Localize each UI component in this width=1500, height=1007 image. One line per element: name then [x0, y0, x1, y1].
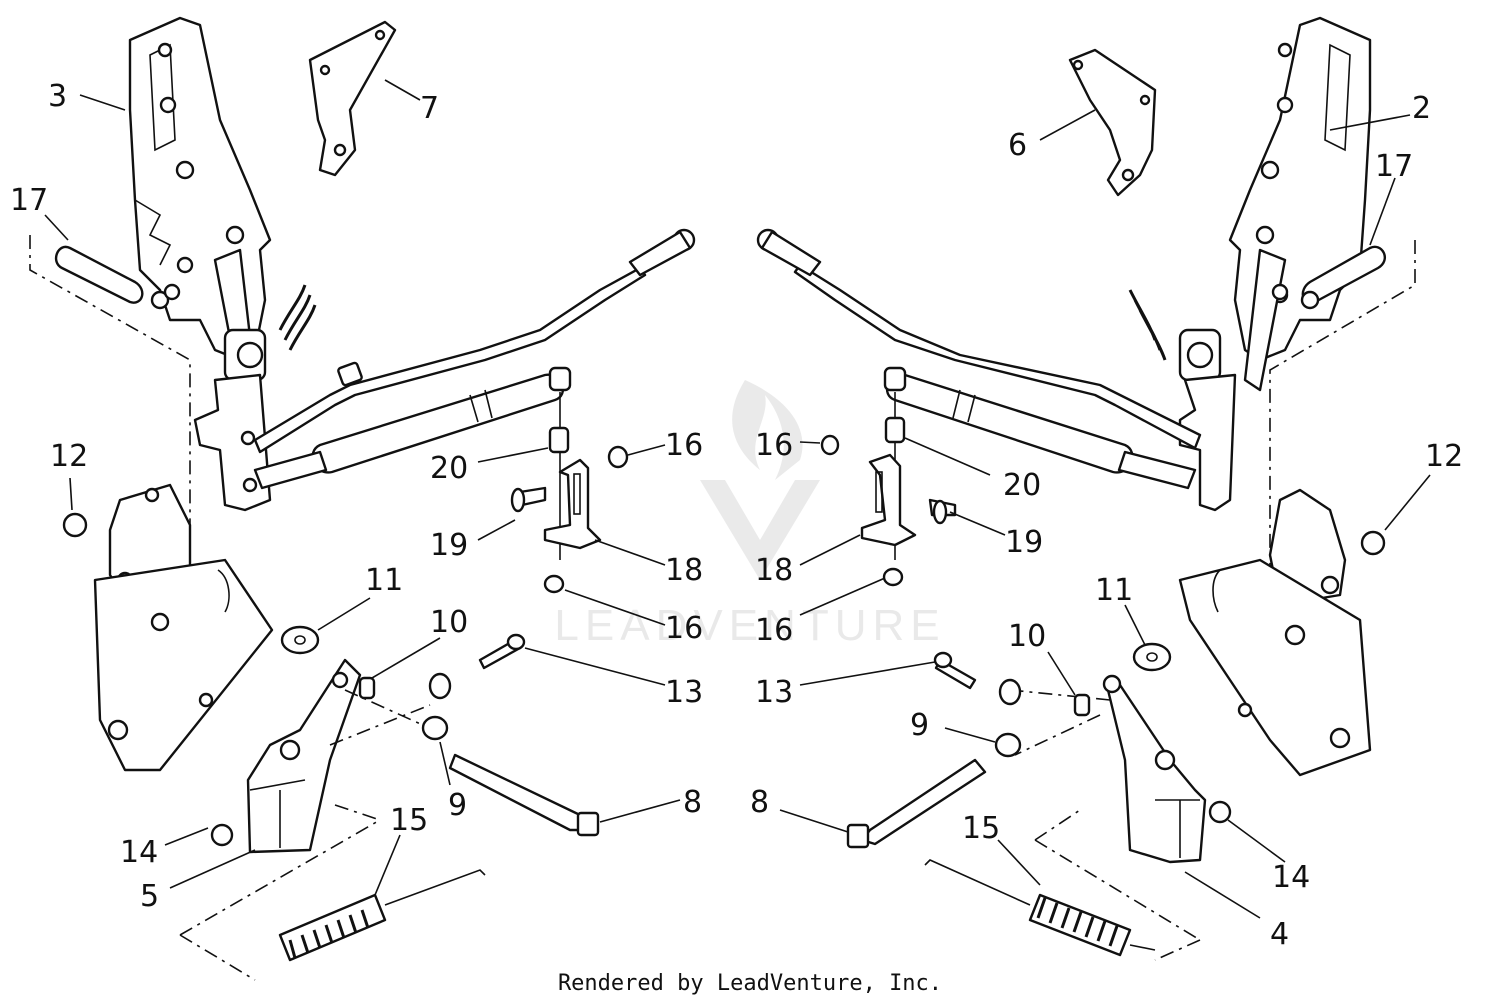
callout-3: 3: [48, 79, 67, 114]
part-18-right-bracket: [820, 434, 957, 587]
part-left-lift-rod: [253, 228, 696, 454]
part-17-right-roller: [1271, 245, 1386, 310]
callout-4: 4: [1270, 917, 1289, 952]
part-left-gas-spring: [253, 366, 572, 490]
callout-9: 9: [910, 708, 929, 743]
callout-16: 16: [755, 428, 793, 463]
part-17-left-roller: [54, 245, 181, 310]
footer-credit: Rendered by LeadVenture, Inc.: [558, 971, 942, 996]
callout-6: 6: [1008, 128, 1027, 163]
callout-labels: 3 7 17 12 20 16 19 18 16 11 10 13 9 8 14…: [10, 79, 1463, 952]
leader-lines: [44, 79, 1431, 919]
callout-11: 11: [365, 563, 403, 598]
part-right-lift-rod: [756, 228, 1202, 450]
callout-8: 8: [750, 785, 769, 820]
part-6-right-plate: [1068, 48, 1157, 197]
callout-7: 7: [420, 91, 439, 126]
callout-10: 10: [1008, 619, 1046, 654]
callout-8: 8: [683, 785, 702, 820]
part-left-lower-arm: [93, 483, 274, 772]
callout-16: 16: [665, 428, 703, 463]
part-7-left-plate: [308, 20, 397, 177]
callout-19: 19: [430, 528, 468, 563]
part-15-right-spring: [924, 809, 1201, 961]
part-right-lower-arm: [1178, 488, 1372, 777]
callout-14: 14: [1272, 860, 1310, 895]
callout-10: 10: [430, 605, 468, 640]
part-right-hardware: [846, 642, 1172, 849]
watermark-text: LEADVENTURE: [554, 601, 945, 650]
callout-18: 18: [665, 553, 703, 588]
part-left-hardware: [280, 625, 600, 837]
part-4-right-pivot: [1009, 674, 1232, 864]
callout-5: 5: [140, 879, 159, 914]
callout-12: 12: [50, 439, 88, 474]
callout-20: 20: [1003, 468, 1041, 503]
callout-13: 13: [665, 675, 703, 710]
callout-17: 17: [10, 183, 48, 218]
part-12-left-nut: [62, 512, 88, 538]
callout-12: 12: [1425, 439, 1463, 474]
part-15-left-spring: [179, 804, 486, 981]
part-2-right-lift-bracket: [1128, 16, 1372, 512]
callout-15: 15: [962, 811, 1000, 846]
callout-9: 9: [448, 788, 467, 823]
callout-16: 16: [755, 613, 793, 648]
part-right-gas-spring: [883, 366, 1197, 490]
part-3-left-lift-bracket: [128, 16, 317, 512]
callout-19: 19: [1005, 525, 1043, 560]
callout-18: 18: [755, 553, 793, 588]
callout-11: 11: [1095, 573, 1133, 608]
callout-2: 2: [1412, 91, 1431, 126]
callout-13: 13: [755, 675, 793, 710]
left-frame-outline: [29, 235, 191, 560]
callout-14: 14: [120, 835, 158, 870]
callout-15: 15: [390, 803, 428, 838]
right-frame-outline: [1269, 240, 1416, 600]
part-12-right-nut: [1360, 530, 1386, 556]
callout-20: 20: [430, 451, 468, 486]
part-18-left-bracket: [510, 445, 629, 594]
callout-16: 16: [665, 611, 703, 646]
callout-17: 17: [1375, 149, 1413, 184]
